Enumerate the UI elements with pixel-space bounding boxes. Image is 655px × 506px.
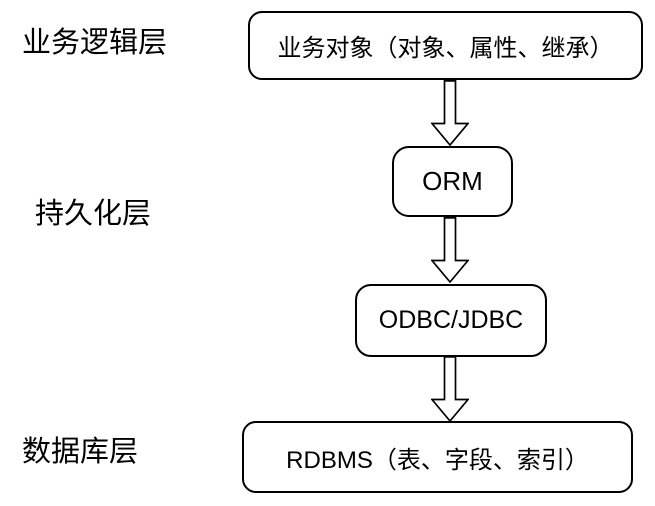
down-arrow-icon — [431, 80, 469, 146]
node-business-object: 业务对象（对象、属性、继承） — [248, 11, 643, 80]
down-arrow-icon — [431, 217, 469, 283]
node-rdbms: RDBMS（表、字段、索引） — [242, 421, 633, 493]
down-arrow-icon — [431, 356, 469, 422]
node-business-object-label: 业务对象（对象、属性、继承） — [277, 35, 614, 62]
node-rdbms-label: RDBMS（表、字段、索引） — [286, 446, 589, 474]
node-odbc-jdbc-label: ODBC/JDBC — [378, 306, 524, 334]
layer-label-business-logic: 业务逻辑层 — [22, 27, 168, 59]
layer-label-database: 数据库层 — [22, 436, 139, 468]
node-orm-label: ORM — [422, 166, 483, 196]
node-odbc-jdbc: ODBC/JDBC — [355, 284, 547, 357]
node-orm: ORM — [392, 146, 513, 217]
layer-label-persistence: 持久化层 — [35, 198, 152, 230]
